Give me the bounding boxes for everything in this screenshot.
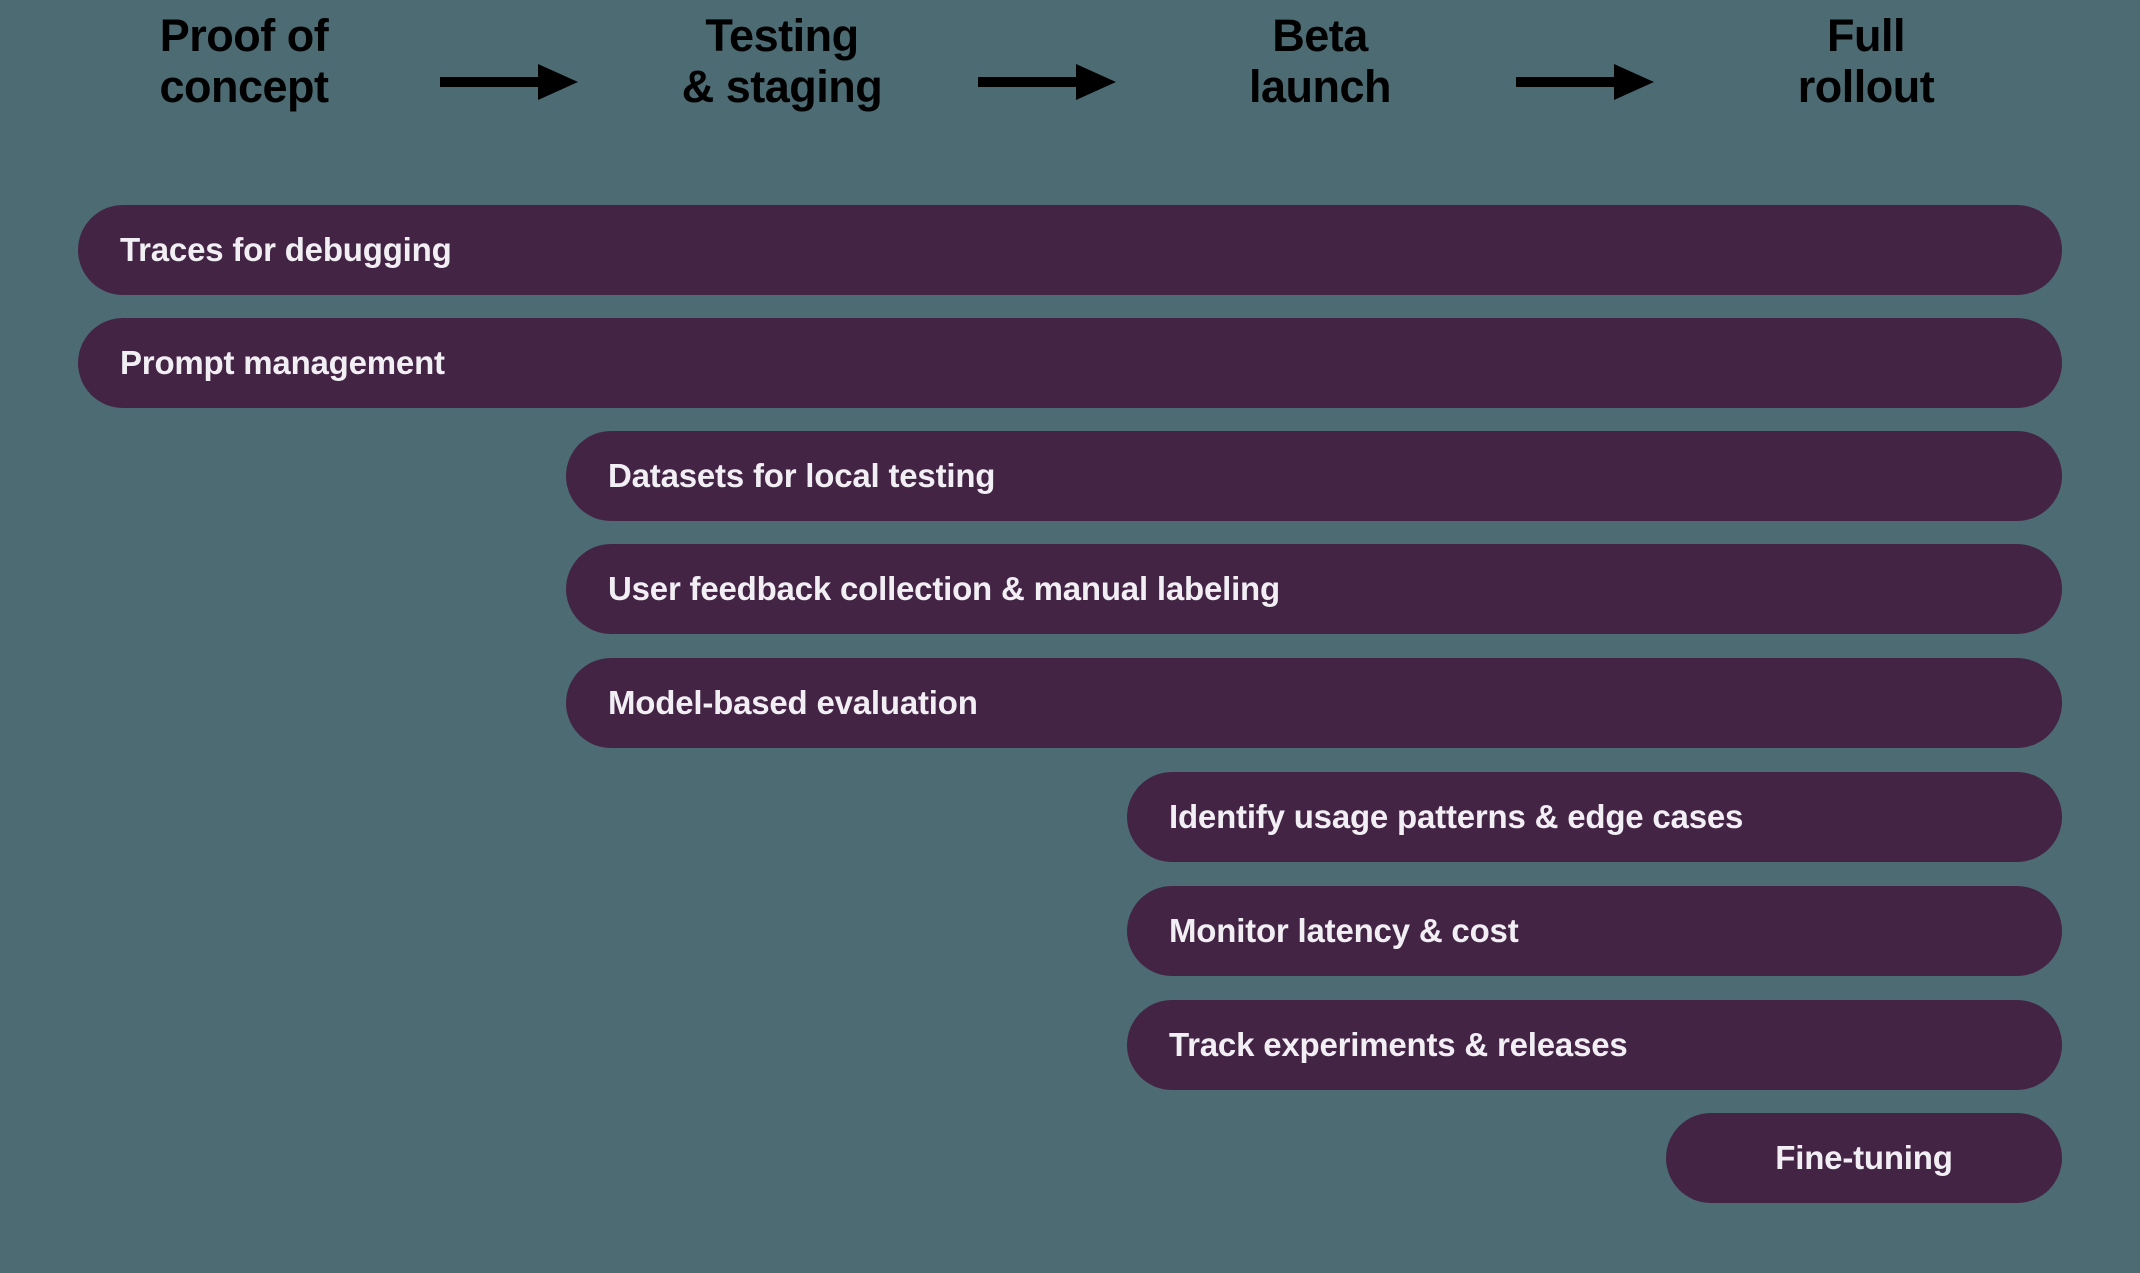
arrow-right-icon-1: [440, 60, 578, 104]
stage-label-line2: & staging: [681, 61, 883, 113]
capability-bar-label: Track experiments & releases: [1169, 1026, 1628, 1063]
capability-bar-prompt-management[interactable]: Prompt management: [78, 318, 2062, 408]
capability-bar-label: Model-based evaluation: [608, 684, 978, 721]
capability-bar-track-experiments-and-releases[interactable]: Track experiments & releases: [1127, 1000, 2062, 1090]
capability-bar-user-feedback-collection-and-manual-labeling[interactable]: User feedback collection & manual labeli…: [566, 544, 2062, 634]
stage-label-line2: launch: [1248, 61, 1392, 113]
stage-testing-and-staging: Testing & staging: [582, 10, 982, 113]
capability-bar-datasets-for-local-testing[interactable]: Datasets for local testing: [566, 431, 2062, 521]
stage-header-row: Proof of concept Testing & staging Beta …: [0, 0, 2140, 160]
stage-label-line1: Testing: [705, 10, 859, 61]
capability-bar-label: Identify usage patterns & edge cases: [1169, 798, 1744, 835]
capability-bar-identify-usage-patterns-and-edge-cases[interactable]: Identify usage patterns & edge cases: [1127, 772, 2062, 862]
capability-bar-fine-tuning[interactable]: Fine-tuning: [1666, 1113, 2062, 1203]
capability-bar-model-based-evaluation[interactable]: Model-based evaluation: [566, 658, 2062, 748]
arrow-right-icon-3: [1516, 60, 1654, 104]
capability-bar-label: Prompt management: [120, 344, 445, 381]
stage-label-line1: Proof of: [159, 10, 329, 61]
capability-bar-label: Traces for debugging: [120, 231, 452, 268]
stage-label-line1: Beta: [1272, 10, 1368, 61]
stage-label-line1: Full: [1827, 10, 1905, 61]
capability-bar-label: Fine-tuning: [1775, 1139, 1953, 1176]
capability-bar-monitor-latency-and-cost[interactable]: Monitor latency & cost: [1127, 886, 2062, 976]
stage-beta-launch: Beta launch: [1120, 10, 1520, 113]
arrow-right-icon-2: [978, 60, 1116, 104]
stage-proof-of-concept: Proof of concept: [44, 10, 444, 113]
stage-label-line2: rollout: [1797, 61, 1935, 113]
capability-bar-traces-for-debugging[interactable]: Traces for debugging: [78, 205, 2062, 295]
capability-bar-label: Monitor latency & cost: [1169, 912, 1519, 949]
capability-bar-label: User feedback collection & manual labeli…: [608, 570, 1280, 607]
stage-label-line2: concept: [159, 61, 329, 113]
stage-full-rollout: Full rollout: [1666, 10, 2066, 113]
capability-bar-label: Datasets for local testing: [608, 457, 996, 494]
